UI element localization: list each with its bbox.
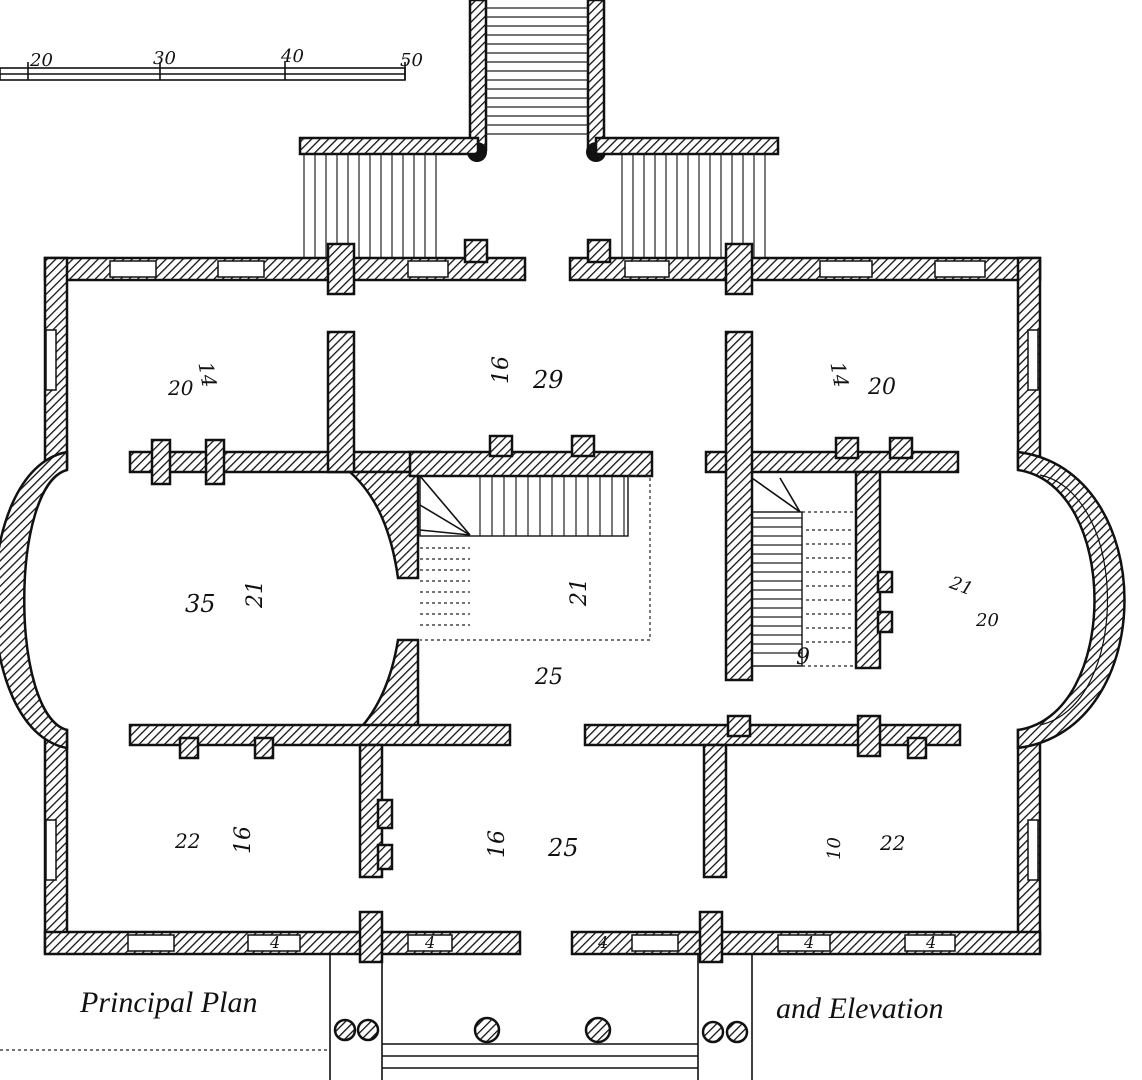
south-hall-depth: 16 xyxy=(485,830,510,858)
scale-bar: 20 30 40 50 xyxy=(0,46,423,81)
front-window-4: 4 xyxy=(803,933,814,952)
east-stair-size: 9 xyxy=(796,645,810,670)
front-window-3: 4 xyxy=(597,933,608,952)
east-bow-depth: 20 xyxy=(975,610,999,631)
saloon-width: 21 xyxy=(243,580,268,609)
east-bow-width: 21 xyxy=(946,572,976,600)
nw-room-depth: 14 xyxy=(193,360,221,389)
west-bow xyxy=(0,450,69,750)
interior-walls xyxy=(128,330,962,879)
scale-tick-20: 20 xyxy=(29,50,53,71)
south-hall-width: 25 xyxy=(547,834,579,862)
east-staircase xyxy=(751,477,856,667)
east-bow xyxy=(1016,450,1126,750)
north-hall-width: 29 xyxy=(532,366,564,394)
room-labels: 20 14 16 29 14 20 35 21 21 25 9 21 20 22… xyxy=(167,356,999,952)
scale-tick-40: 40 xyxy=(280,46,304,67)
se-room-width: 22 xyxy=(879,831,905,855)
se-room-depth: 10 xyxy=(824,837,845,860)
sw-room-depth: 16 xyxy=(231,826,256,854)
sw-room-width: 22 xyxy=(174,829,200,853)
west-staircase xyxy=(419,475,651,641)
scale-tick-30: 30 xyxy=(153,48,176,69)
north-side-flights xyxy=(298,136,780,258)
ne-room-width: 20 xyxy=(867,375,896,400)
south-portico xyxy=(0,954,753,1080)
outer-walls xyxy=(43,238,1042,964)
north-entrance-stair xyxy=(467,0,606,162)
saloon-length: 35 xyxy=(185,590,216,618)
front-window-1: 4 xyxy=(269,933,280,952)
north-hall-depth: 16 xyxy=(489,356,514,384)
passage-size: 25 xyxy=(534,665,563,690)
caption-principal-plan: Principal Plan xyxy=(79,986,257,1019)
front-window-5: 4 xyxy=(925,933,936,952)
ne-room-depth: 14 xyxy=(825,360,853,389)
caption-elevation: and Elevation xyxy=(776,992,943,1025)
nw-room-width: 20 xyxy=(167,376,194,400)
front-window-2: 4 xyxy=(424,933,435,952)
west-stair-size: 21 xyxy=(567,578,592,607)
scale-tick-50: 50 xyxy=(400,50,423,71)
